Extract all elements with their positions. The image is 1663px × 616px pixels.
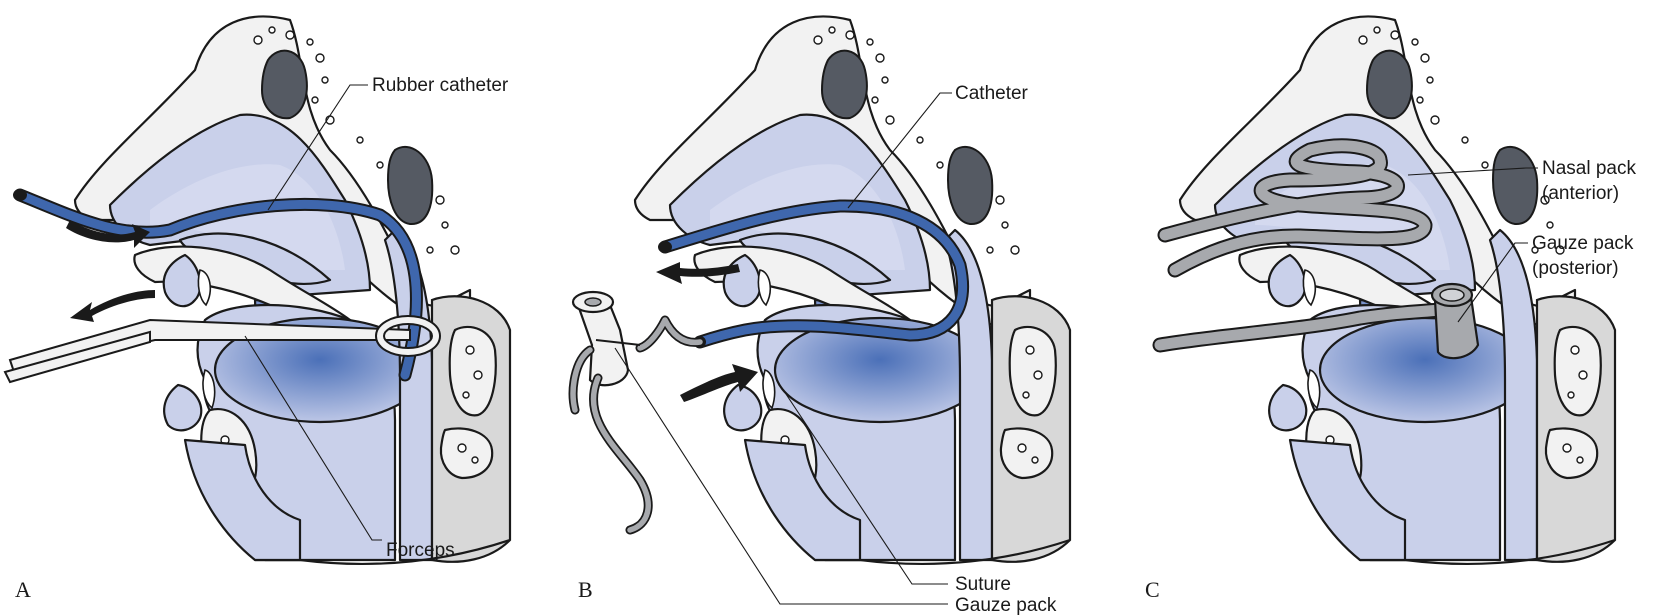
label-nasal-pack-anterior: (anterior) xyxy=(1542,183,1619,204)
label-rubber-catheter: Rubber catheter xyxy=(372,75,509,96)
catheter-end-b xyxy=(658,241,672,253)
gauze-pack-posterior xyxy=(1432,284,1478,358)
label-gauze-pack-c: Gauze pack xyxy=(1532,233,1634,254)
panel-b: Catheter Suture Gauze pack B xyxy=(573,17,1070,616)
catheter-end xyxy=(13,189,27,201)
label-gauze-pack-posterior: (posterior) xyxy=(1532,258,1619,279)
panel-letter-a: A xyxy=(15,577,31,602)
panel-letter-c: C xyxy=(1145,577,1160,602)
label-forceps: Forceps xyxy=(386,540,455,561)
panel-a: Rubber catheter Forceps A xyxy=(5,17,510,602)
arrow-out-icon xyxy=(70,290,155,322)
label-nasal-pack: Nasal pack xyxy=(1542,158,1636,179)
label-catheter: Catheter xyxy=(955,83,1029,104)
label-gauze-pack: Gauze pack xyxy=(955,595,1057,616)
panel-c: Nasal pack (anterior) Gauze pack (poster… xyxy=(1145,17,1636,602)
label-suture: Suture xyxy=(955,574,1011,595)
head-cross-section-a xyxy=(75,17,510,564)
panel-letter-b: B xyxy=(578,577,593,602)
head-cross-section-c xyxy=(1180,17,1615,564)
